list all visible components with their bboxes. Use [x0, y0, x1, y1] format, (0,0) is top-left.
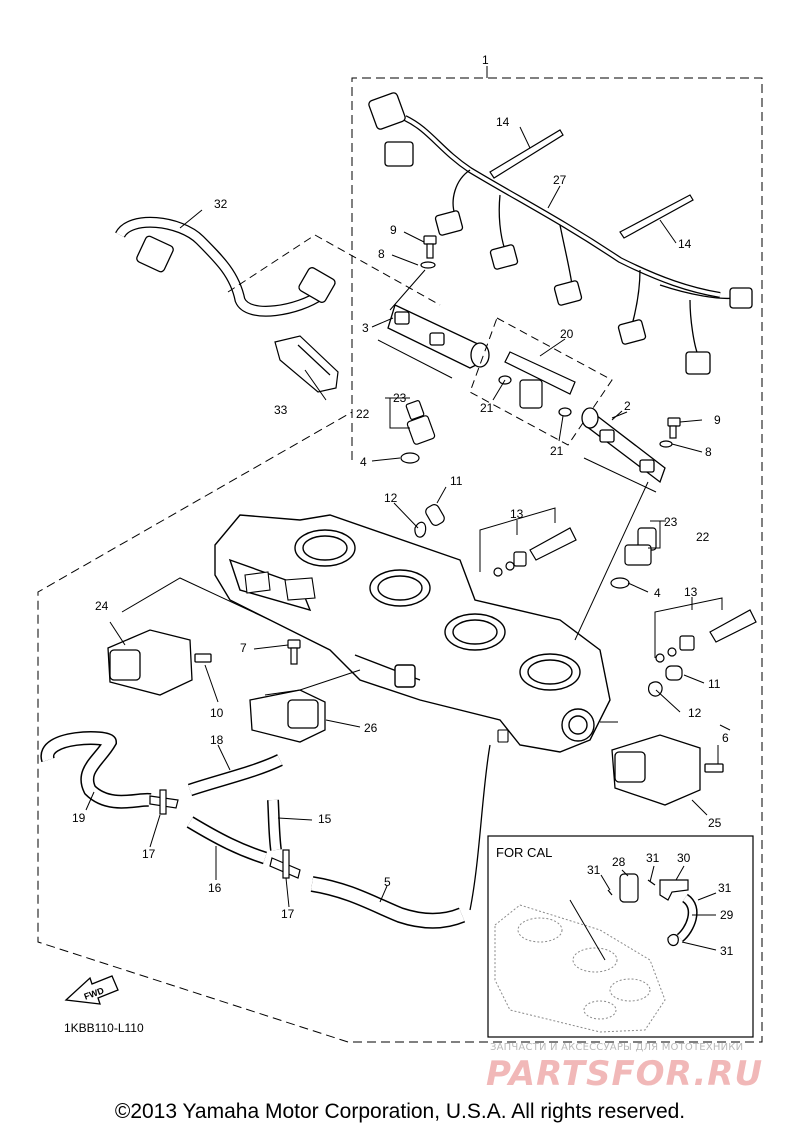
callout-30: 30: [677, 851, 691, 865]
callout-25: 25: [708, 816, 722, 830]
group-20-box: [469, 317, 613, 446]
callout-numbers: 1 14 27 14 32 9 8 3 20 23 22 21 33 2 9 2…: [72, 53, 734, 958]
fuel-rail-3: [387, 304, 490, 369]
callout-13a: 13: [510, 507, 524, 521]
callout-17b: 17: [281, 907, 295, 921]
callout-13b: 13: [684, 585, 698, 599]
hose-holder-33: [274, 335, 339, 393]
callout-18: 18: [210, 733, 224, 747]
dash-32-link: [227, 234, 316, 293]
callout-14b: 14: [678, 237, 692, 251]
dash-rail3-box: [377, 339, 453, 379]
callout-21b: 21: [550, 444, 564, 458]
bolt-9-8-right: [659, 417, 681, 448]
callout-9b: 9: [714, 413, 721, 427]
callout-7: 7: [240, 641, 247, 655]
callout-16: 16: [208, 881, 222, 895]
pressure-regulator-20: [498, 351, 576, 417]
callout-10: 10: [210, 706, 224, 720]
leader-lines: [85, 126, 731, 908]
callout-32: 32: [214, 197, 228, 211]
inset-for-cal: [487, 835, 754, 1038]
dash-24-link: [121, 577, 271, 621]
throttle-body: [214, 514, 611, 753]
callout-5: 5: [384, 875, 391, 889]
assembly-boundary: [37, 77, 763, 1043]
bolt-7: [287, 639, 301, 665]
inset-leaders: [569, 865, 717, 961]
callout-21a: 21: [480, 401, 494, 415]
sensor-25: [611, 734, 724, 806]
cable-ties: [489, 129, 694, 239]
injector-22-left: [400, 400, 436, 464]
parts-11-12-13-lower: [648, 609, 757, 697]
bracket-13-lower: [654, 597, 723, 658]
dash-32-link-b: [314, 234, 441, 306]
line-26-link: [264, 669, 361, 696]
callout-29: 29: [720, 908, 734, 922]
watermark-logo: PARTSFOR.RU: [486, 1054, 764, 1094]
parts-11-12-13-upper: [414, 504, 577, 577]
sensor-24: [107, 629, 212, 696]
callout-31b: 31: [587, 863, 601, 877]
callout-27: 27: [553, 173, 567, 187]
callout-23a: 23: [393, 391, 407, 405]
callout-28: 28: [612, 855, 626, 869]
leader-rail3-link: [389, 269, 426, 311]
copyright-notice: ©2013 Yamaha Motor Corporation, U.S.A. A…: [114, 1100, 686, 1123]
sensor-26: [249, 689, 326, 743]
callout-26: 26: [364, 721, 378, 735]
callout-23b: 23: [664, 515, 678, 529]
callout-11b: 11: [708, 677, 721, 691]
callout-2: 2: [624, 399, 631, 413]
boss-parts-throttle: [244, 571, 509, 743]
callout-22b: 22: [696, 530, 710, 544]
fwd-arrow-icon: [64, 975, 119, 1005]
callout-12a: 12: [384, 491, 398, 505]
inset-parts: [607, 873, 698, 947]
callout-31a: 31: [646, 851, 660, 865]
inset-label: FOR CAL: [496, 845, 552, 860]
callout-8b: 8: [705, 445, 712, 459]
callout-31c: 31: [718, 881, 732, 895]
callout-12b: 12: [688, 706, 702, 720]
callout-31d: 31: [720, 944, 734, 958]
callout-9a: 9: [390, 223, 397, 237]
callout-20: 20: [560, 327, 574, 341]
inset-throttle-ghost: [494, 904, 666, 1033]
fuel-rail-2: [581, 407, 666, 484]
callout-19: 19: [72, 811, 86, 825]
bolt-9-8-upper: [420, 235, 437, 269]
callout-11a: 11: [450, 474, 463, 488]
callout-14a: 14: [496, 115, 510, 129]
callout-4b: 4: [654, 586, 661, 600]
harness-connectors: [368, 92, 753, 375]
bracket-13-upper: [479, 507, 556, 572]
injector-22-right: [610, 527, 657, 589]
figure-code: 1KBB110-L110: [64, 1021, 144, 1035]
callout-1: 1: [482, 53, 489, 67]
callout-3: 3: [362, 321, 369, 335]
watermark-tagline: ЗАПЧАСТИ И АКСЕССУАРЫ ДЛЯ МОТОТЕХНИКИ: [490, 1042, 744, 1053]
callout-24: 24: [95, 599, 109, 613]
hose-32: [115, 216, 336, 317]
callout-8a: 8: [378, 247, 385, 261]
hoses-lower: [40, 731, 491, 929]
dash-rail2-box: [583, 457, 657, 493]
callout-33: 33: [274, 403, 288, 417]
callout-15: 15: [318, 812, 332, 826]
leader-throttle-link: [574, 481, 649, 641]
callout-6: 6: [722, 731, 729, 745]
callout-17a: 17: [142, 847, 156, 861]
leader-2: [611, 411, 628, 419]
callout-4a: 4: [360, 455, 367, 469]
callout-22a: 22: [356, 407, 370, 421]
